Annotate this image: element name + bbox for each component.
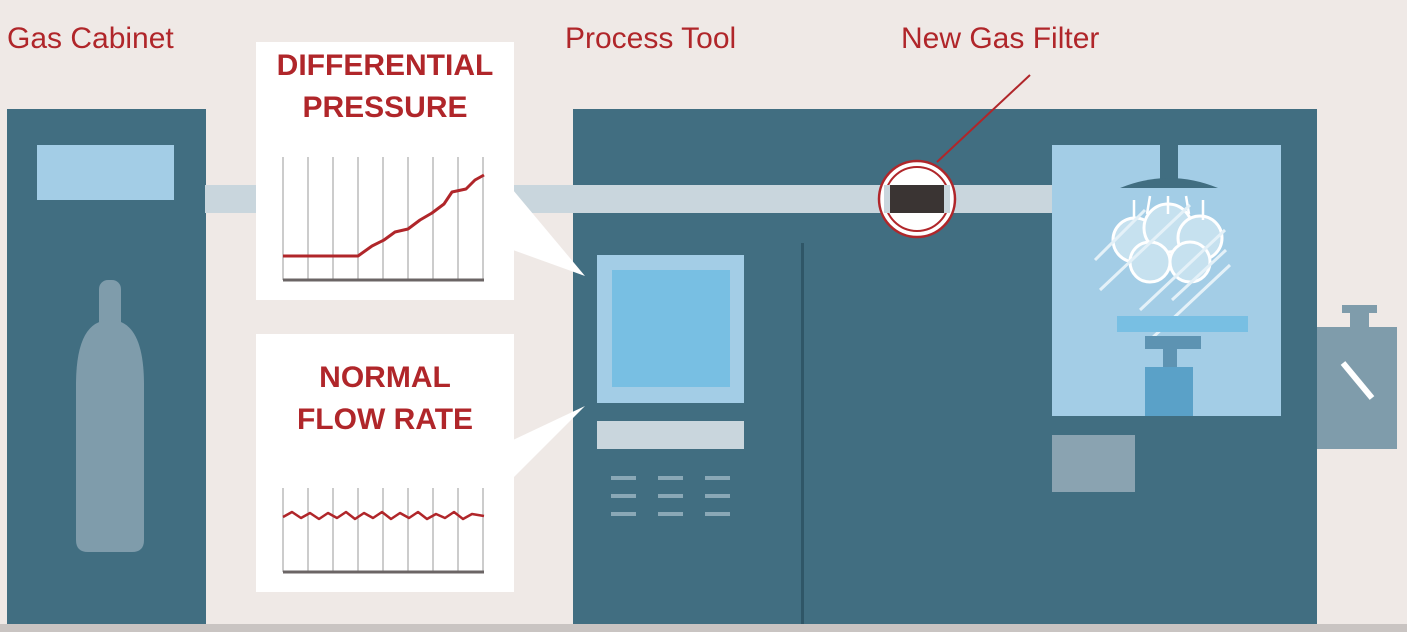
- exhaust-gauge-needle: [1340, 361, 1375, 400]
- gas-cylinder: [76, 280, 144, 552]
- pressure-trend-line: [283, 173, 485, 258]
- gas-cabinet-window: [37, 145, 174, 200]
- process-chamber: [1052, 145, 1281, 416]
- new-gas-filter-label: New Gas Filter: [901, 22, 1100, 55]
- callout-differential-pressure: [256, 42, 585, 300]
- gas-cabinet-label: Gas Cabinet: [7, 22, 174, 55]
- filter-leader-line: [936, 74, 1031, 163]
- normal-flow-rate-title-line1: NORMAL: [319, 361, 451, 394]
- callout-card: [256, 334, 514, 592]
- differential-pressure-title-line1: DIFFERENTIAL: [276, 49, 494, 82]
- chuck-pedestal: [1145, 367, 1193, 416]
- filter-body: [890, 185, 944, 213]
- keyboard-bar: [597, 421, 744, 449]
- tool-divider: [801, 243, 804, 624]
- pressure-chart-grid: [282, 157, 484, 280]
- gas-flow-lines: [1132, 195, 1205, 220]
- access-panel: [1052, 435, 1135, 492]
- differential-pressure-title-line2: PRESSURE: [302, 91, 468, 124]
- callout-pointer: [513, 406, 585, 478]
- flow-chart-grid: [282, 488, 484, 572]
- callout-normal-flow-rate: [256, 334, 585, 592]
- gas-cabinet: [7, 109, 206, 624]
- callout-pointer: [513, 190, 585, 276]
- vent-slots: [611, 476, 730, 516]
- normal-flow-rate-title-line2: FLOW RATE: [296, 403, 474, 436]
- floor-strip: [0, 624, 1407, 632]
- exhaust-box: [1317, 305, 1397, 449]
- control-monitor: [597, 255, 744, 449]
- monitor-screen: [612, 270, 730, 387]
- process-tool-label: Process Tool: [565, 22, 737, 55]
- wafer-chuck: [1117, 316, 1248, 332]
- flow-trend-line: [282, 510, 485, 521]
- showerhead: [1120, 178, 1218, 188]
- new-gas-filter: [877, 74, 1031, 239]
- pipe-over-tool: [573, 185, 1053, 213]
